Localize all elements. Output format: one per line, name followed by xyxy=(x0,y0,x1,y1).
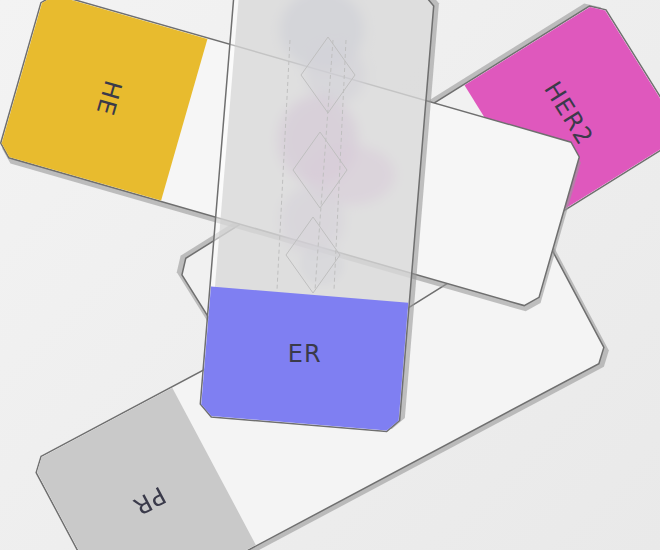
tissue-blob xyxy=(278,0,395,285)
glass-slide: ER xyxy=(199,0,434,432)
sampling-grid xyxy=(277,37,355,293)
slide-label: ER xyxy=(288,340,322,368)
slide-outline xyxy=(199,0,434,432)
